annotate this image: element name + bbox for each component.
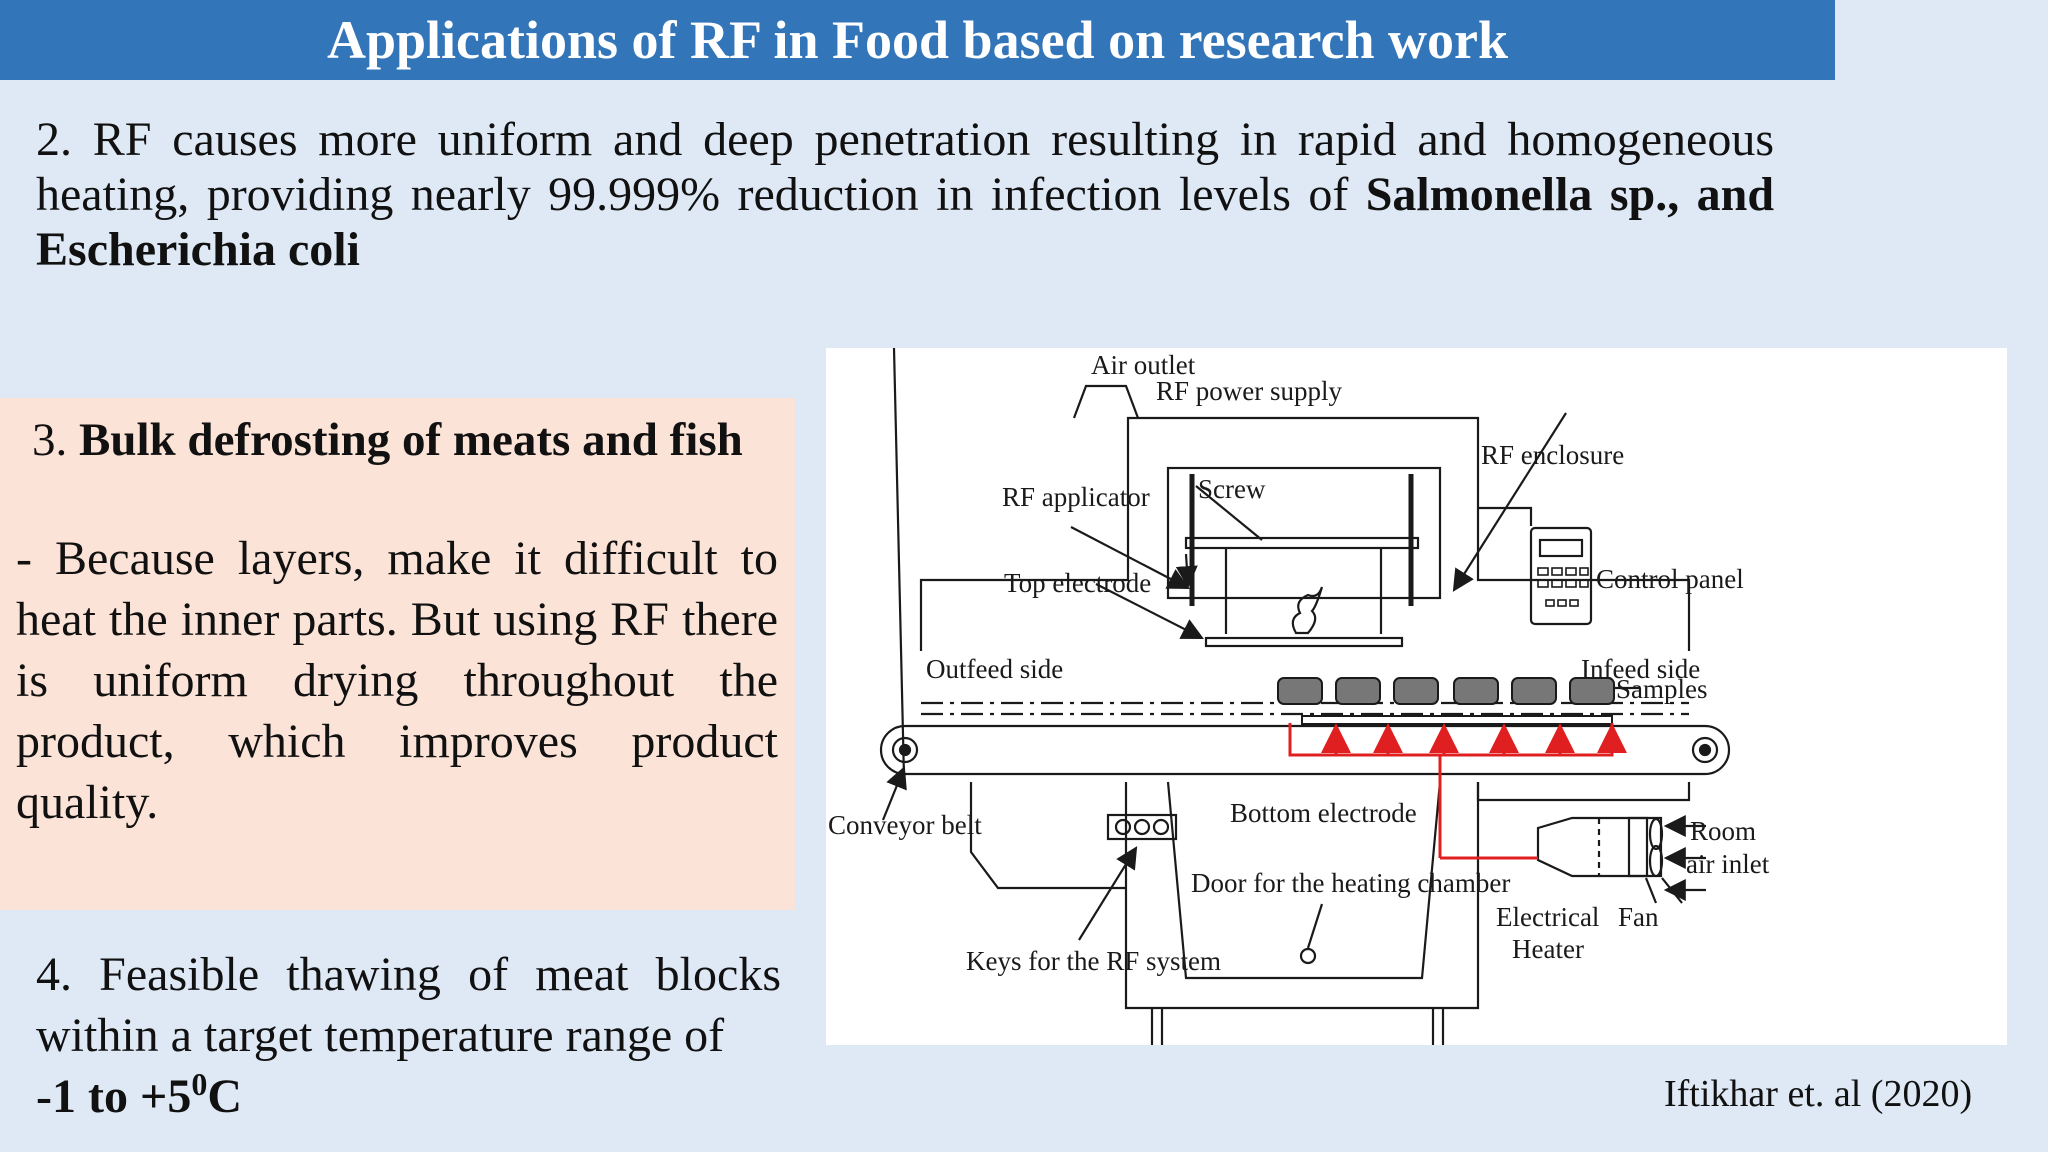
point-2-bold: Salmonella sp., and Escherichia coli	[36, 168, 1775, 276]
point-3-heading-text: Bulk defrosting of meats and fish	[79, 414, 743, 466]
point-2: 2. RF causes more uniform and deep penet…	[36, 112, 1774, 277]
upper-plate	[1184, 536, 1420, 550]
top-electrode	[1204, 636, 1404, 648]
label-screw: Screw	[1198, 474, 1266, 504]
label-outfeed-side: Outfeed side	[926, 654, 1063, 684]
label-infeed-side: Infeed side	[1581, 654, 1700, 684]
control-panel-shape	[1529, 526, 1593, 626]
keys-panel	[1106, 813, 1178, 841]
label-top-electrode: Top electrode	[1004, 568, 1151, 598]
label-rf-applicator: RF applicator	[1002, 482, 1150, 512]
electrical-heater	[1536, 816, 1663, 878]
sample	[1277, 677, 1323, 705]
point-4-unit: C	[207, 1070, 242, 1123]
point-4: 4. Feasible thawing of meat blocks withi…	[36, 944, 781, 1127]
point-3-heading: 3. Bulk defrosting of meats and fish	[32, 412, 743, 468]
label-conveyor-belt: Conveyor belt	[828, 810, 982, 840]
label-electrical: Electrical	[1496, 902, 1599, 932]
heating-chamber-door	[1166, 781, 1442, 980]
point-4-range: -1 to +50C	[36, 1068, 242, 1123]
label-air-outlet: Air outlet	[1091, 350, 1196, 380]
label-bottom-electrode: Bottom electrode	[1230, 798, 1417, 828]
point-4-range-prefix: -1 to +5	[36, 1070, 192, 1123]
slide-title: Applications of RF in Food based on rese…	[326, 10, 1509, 70]
air-outlet-shape	[1072, 384, 1140, 419]
label-heater: Heater	[1512, 934, 1584, 964]
sample	[1569, 677, 1615, 705]
lower-housing	[969, 782, 1126, 890]
label-rf-power-supply: RF power supply	[1156, 376, 1343, 406]
point-2-text: 2. RF causes more uniform and deep penet…	[36, 113, 1774, 221]
sample	[1511, 677, 1557, 705]
pulley-left	[891, 736, 919, 764]
sample	[1453, 677, 1499, 705]
label-rf-enclosure: RF enclosure	[1481, 440, 1624, 470]
conveyor-belt	[879, 724, 1731, 776]
label-keys: Keys for the RF system	[966, 946, 1221, 976]
point-3-box: 3. Bulk defrosting of meats and fish - B…	[0, 398, 795, 910]
label-samples: Samples	[1616, 674, 1708, 704]
point-3-number: 3.	[32, 414, 68, 466]
point-4-text: 4. Feasible thawing of meat blocks withi…	[36, 948, 781, 1062]
label-room: Room	[1690, 816, 1756, 846]
rf-system-diagram-svg: Air outlet RF power supply RF enclosure …	[828, 348, 1770, 1045]
fan	[1627, 816, 1649, 878]
citation: Iftikhar et. al (2020)	[1664, 1073, 1973, 1115]
samples	[1277, 677, 1615, 705]
bottom-electrode	[1301, 715, 1613, 725]
label-door: Door for the heating chamber	[1191, 868, 1510, 898]
title-bar: Applications of RF in Food based on rese…	[0, 0, 1835, 80]
upper-housing	[919, 416, 1691, 651]
sample	[1393, 677, 1439, 705]
rf-system-diagram: Air outlet RF power supply RF enclosure …	[826, 348, 2007, 1045]
pulley-right	[1691, 736, 1719, 764]
label-air-inlet: air inlet	[1686, 849, 1770, 879]
label-control-panel: Control panel	[1596, 564, 1744, 594]
rf-wiring	[1288, 723, 1627, 860]
point-3-body: - Because layers, make it difficult to h…	[16, 532, 778, 829]
point-4-degree: 0	[191, 1066, 208, 1102]
label-fan: Fan	[1618, 902, 1659, 932]
sample	[1335, 677, 1381, 705]
